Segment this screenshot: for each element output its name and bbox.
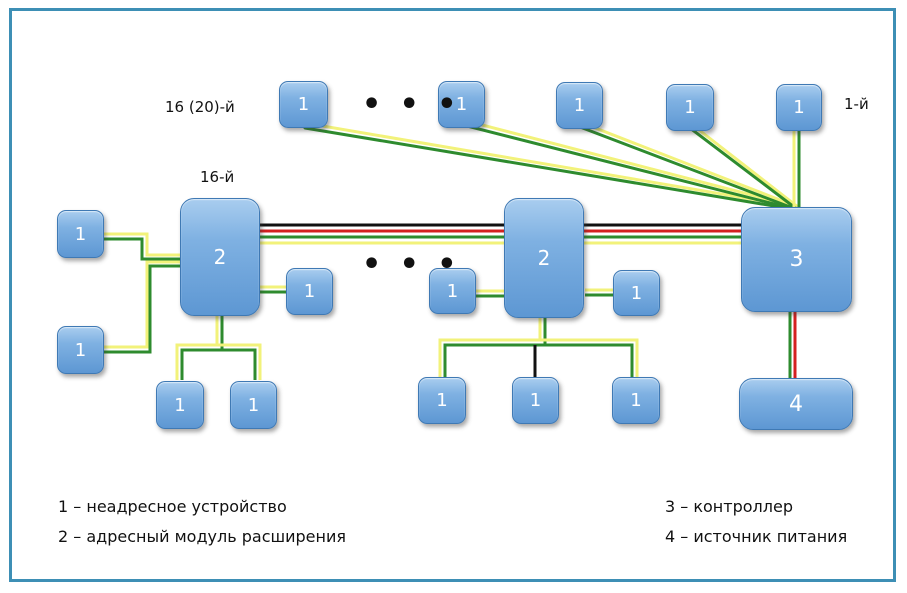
device-mid-bottom-b: 1 (512, 377, 559, 424)
ellipsis-top: • • • (362, 87, 461, 122)
device-top-a: 1 (438, 81, 485, 128)
legend-item-3: 3 – контроллер (665, 497, 793, 516)
wire-yellow (461, 118, 800, 209)
device-left-bottom-b: 1 (230, 381, 277, 429)
wire-green (578, 125, 800, 212)
expansion-module-16: 2 (180, 198, 260, 316)
label-16th-module: 16-й (200, 168, 235, 186)
wire-green (461, 123, 800, 212)
device-left-right: 1 (286, 268, 333, 315)
device-top-1: 1 (776, 84, 822, 131)
device-top-c: 1 (666, 84, 714, 131)
device-left-lower: 1 (57, 326, 104, 374)
main-bus (260, 223, 742, 245)
wire-green (688, 126, 800, 212)
controller: 3 (741, 207, 852, 312)
power-wires (788, 312, 797, 378)
device-mid-bottom-c: 1 (612, 377, 660, 424)
device-top-b: 1 (556, 82, 603, 129)
power-supply: 4 (739, 378, 853, 430)
legend-item-2: 2 – адресный модуль расширения (58, 527, 347, 546)
legend-item-4: 4 – источник питания (665, 527, 848, 546)
wire-green (303, 126, 800, 212)
legend-item-1: 1 – неадресное устройство (58, 497, 287, 516)
diagram-frame (9, 8, 896, 582)
wire-yellow (688, 121, 800, 209)
device-top-16: 1 (279, 81, 328, 128)
label-16-20th-device: 16 (20)-й (165, 98, 235, 116)
device-mid-right: 1 (613, 270, 660, 316)
top-device-wires (303, 118, 801, 212)
label-1st-device: 1-й (844, 95, 869, 113)
device-left-upper: 1 (57, 210, 104, 258)
left-module-wires (104, 232, 287, 380)
middle-module-wires (438, 288, 639, 378)
expansion-module-1: 2 (504, 198, 584, 318)
device-mid-left: 1 (429, 268, 476, 314)
wire-yellow (303, 121, 800, 209)
device-left-bottom-a: 1 (156, 381, 204, 429)
ellipsis-middle: • • • (362, 247, 461, 282)
wire-yellow (578, 120, 800, 209)
device-mid-bottom-a: 1 (418, 377, 466, 424)
